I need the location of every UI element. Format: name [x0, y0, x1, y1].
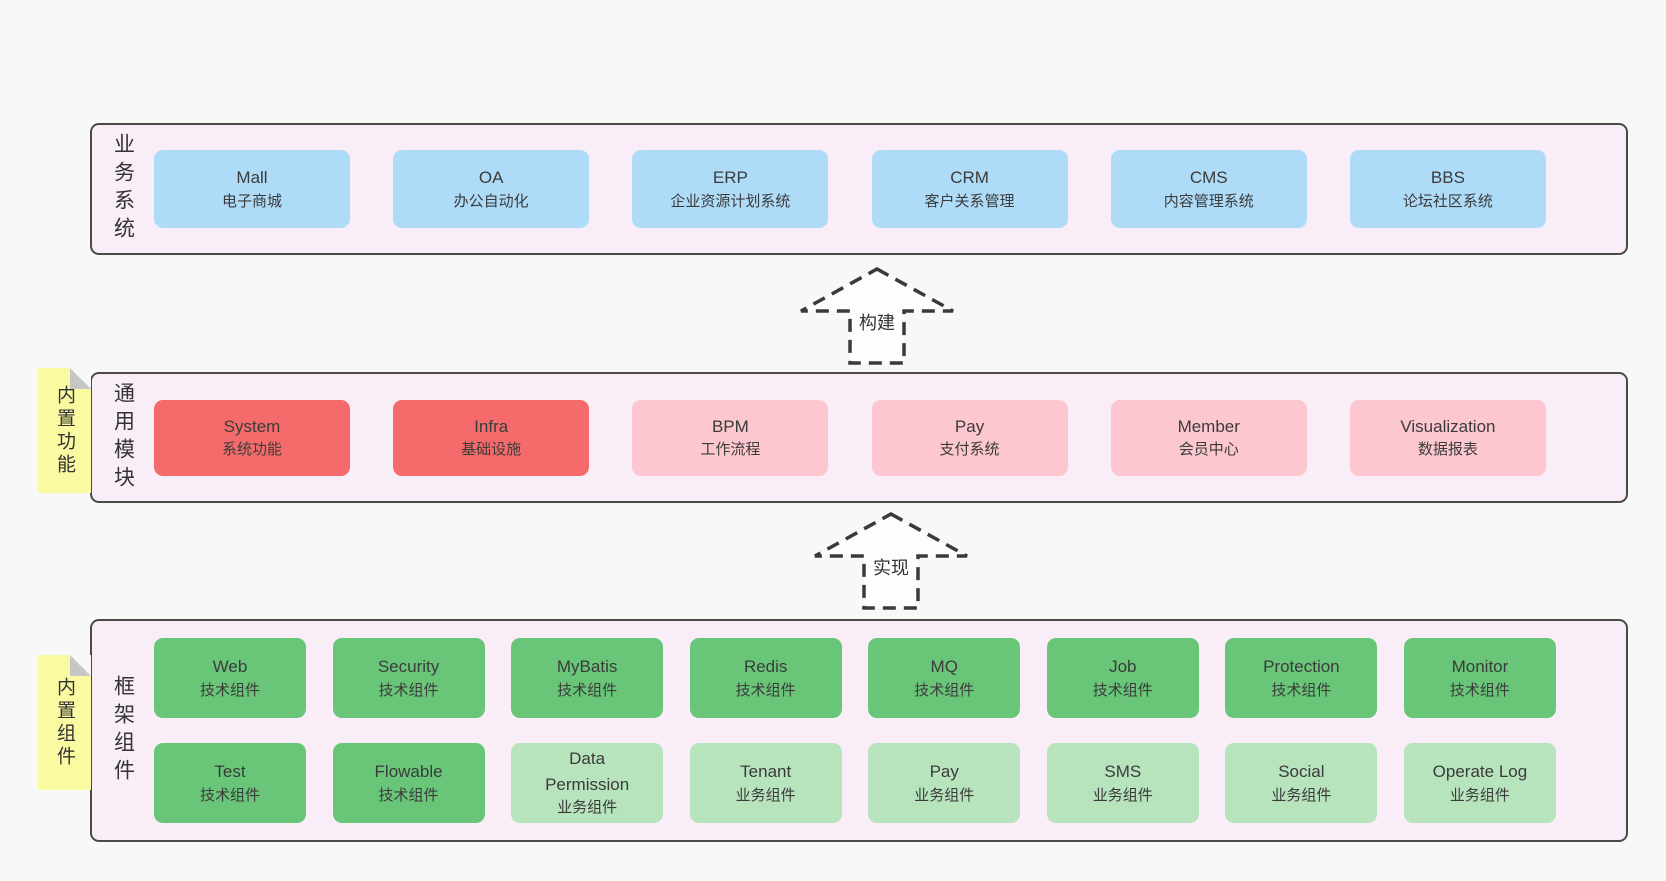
note-text: 内置功能 [54, 384, 75, 477]
box-infra: Infra 基础设施 [393, 399, 590, 476]
box-mall: Mall 电子商城 [154, 150, 350, 228]
box-visualization: Visualization 数据报表 [1349, 399, 1546, 476]
sticky-note-builtin-components: 内置组件 [38, 655, 91, 790]
box-erp: ERP 企业资源计划系统 [632, 150, 829, 228]
box-monitor: Monitor 技术组件 [1403, 638, 1556, 718]
box-mybatis: MyBatis 技术组件 [511, 638, 664, 718]
layer-label-modules: 通用模块 [92, 382, 154, 494]
box-web: Web 技术组件 [154, 638, 306, 718]
box-crm: CRM 客户关系管理 [871, 150, 1068, 228]
arrow-implement: 实现 [811, 511, 971, 611]
box-data-permission: Data Permission 业务组件 [511, 743, 664, 823]
business-box-row: Mall 电子商城 OA 办公自动化 ERP 企业资源计划系统 CRM 客户关系… [154, 150, 1626, 228]
box-pay-system: Pay 支付系统 [871, 399, 1068, 476]
layer-common-modules: 通用模块 System 系统功能 Infra 基础设施 BPM 工作流程 Pay… [90, 372, 1628, 503]
sticky-note-builtin-features: 内置功能 [38, 368, 91, 493]
components-box-rows: Web 技术组件 Security 技术组件 MyBatis 技术组件 Redi… [154, 638, 1626, 823]
folded-corner-icon [70, 368, 91, 389]
layer-business-systems: 业务系统 Mall 电子商城 OA 办公自动化 ERP 企业资源计划系统 CRM… [90, 123, 1628, 255]
box-protection: Protection 技术组件 [1225, 638, 1378, 718]
box-cms: CMS 内容管理系统 [1110, 150, 1307, 228]
layer-label-text: 业务系统 [111, 133, 135, 245]
components-row-1: Web 技术组件 Security 技术组件 MyBatis 技术组件 Redi… [154, 638, 1556, 718]
modules-box-row: System 系统功能 Infra 基础设施 BPM 工作流程 Pay 支付系统… [154, 399, 1626, 476]
box-sms: SMS 业务组件 [1046, 743, 1199, 823]
box-operate-log: Operate Log 业务组件 [1403, 743, 1556, 823]
box-security: Security 技术组件 [332, 638, 485, 718]
layer-label-components: 框架组件 [92, 675, 154, 787]
box-bpm: BPM 工作流程 [632, 399, 829, 476]
box-job: Job 技术组件 [1046, 638, 1199, 718]
box-oa: OA 办公自动化 [393, 150, 590, 228]
box-social: Social 业务组件 [1225, 743, 1378, 823]
box-system: System 系统功能 [154, 399, 350, 476]
components-row-2: Test 技术组件 Flowable 技术组件 Data Permission … [154, 743, 1556, 823]
box-tenant: Tenant 业务组件 [689, 743, 842, 823]
layer-label-business: 业务系统 [92, 133, 154, 245]
box-pay-component: Pay 业务组件 [868, 743, 1021, 823]
layer-framework-components: 框架组件 Web 技术组件 Security 技术组件 MyBatis 技术组件… [90, 619, 1628, 842]
layer-label-text: 通用模块 [111, 381, 135, 494]
folded-corner-icon [70, 655, 91, 676]
note-text: 内置组件 [54, 676, 75, 769]
box-flowable: Flowable 技术组件 [332, 743, 485, 823]
box-mq: MQ 技术组件 [868, 638, 1021, 718]
arrow-build: 构建 [797, 266, 957, 366]
arrow-build-label: 构建 [854, 308, 900, 336]
arrow-implement-label: 实现 [868, 553, 914, 581]
box-redis: Redis 技术组件 [689, 638, 842, 718]
box-member: Member 会员中心 [1110, 399, 1307, 476]
layer-label-text: 框架组件 [111, 674, 135, 787]
box-bbs: BBS 论坛社区系统 [1349, 150, 1546, 228]
box-test: Test 技术组件 [154, 743, 306, 823]
